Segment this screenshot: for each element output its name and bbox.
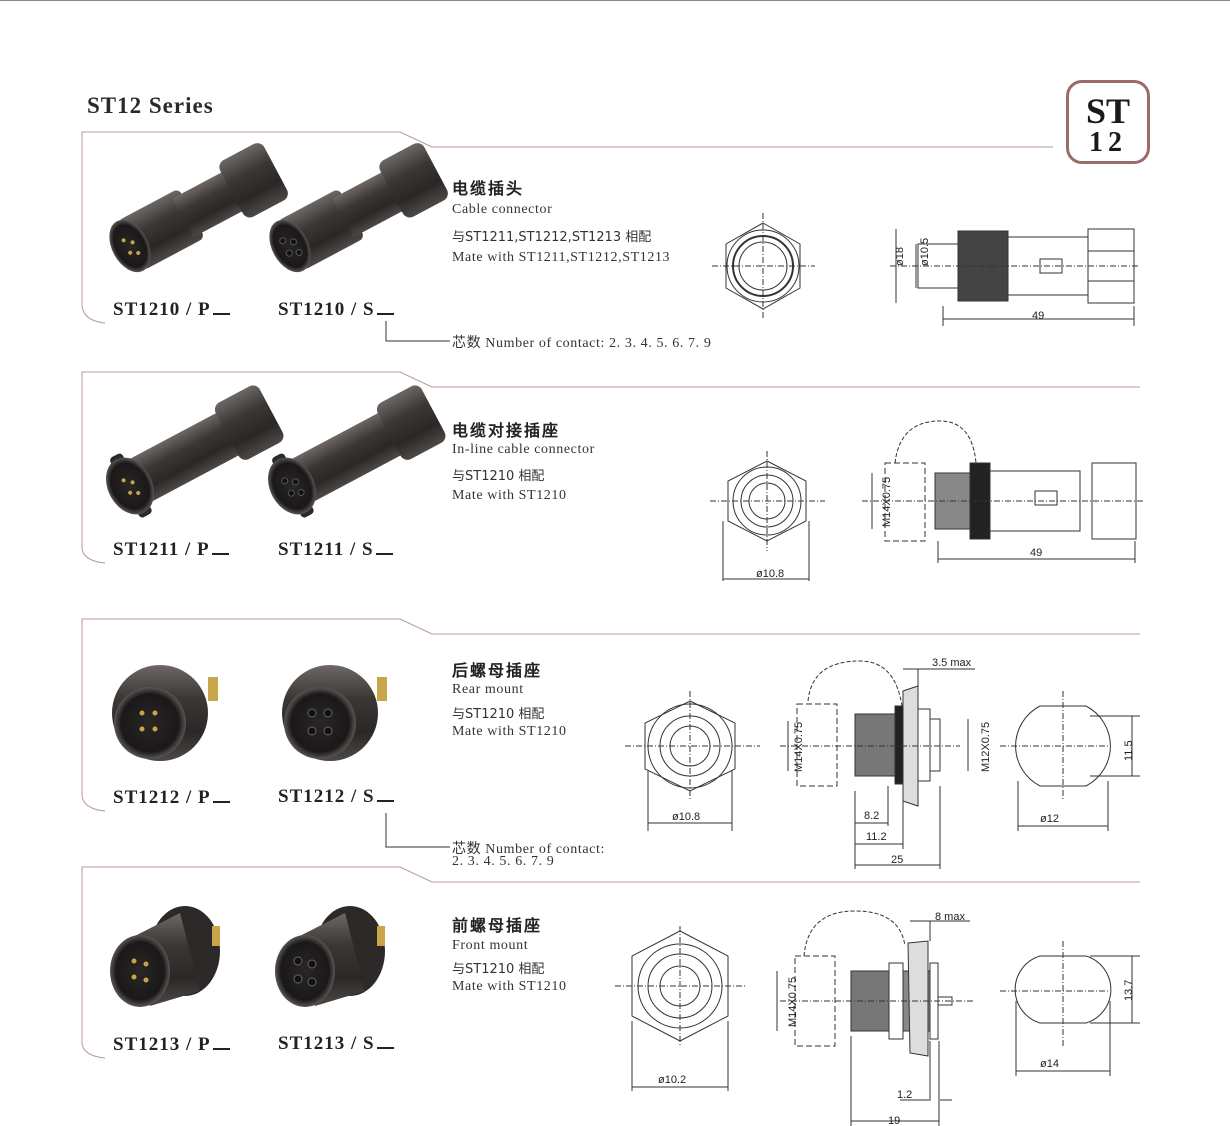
connector-photo-st1212-p: [112, 665, 218, 761]
section-3-title-en: Rear mount: [452, 682, 524, 697]
dim-s3-b: 11.2: [866, 831, 887, 843]
contact-leader-3: [385, 813, 450, 848]
section-1-mate-cn: 与ST1211,ST1212,ST1213 相配: [452, 230, 652, 245]
section-4-title-cn: 前螺母插座: [452, 916, 543, 935]
frame-2: [81, 371, 1140, 549]
section-3-mate-cn: 与ST1210 相配: [452, 707, 545, 722]
badge-line1: ST: [1085, 91, 1131, 131]
dim-s4-front: ø10.2: [658, 1074, 686, 1086]
dim-s3-panel: 3.5 max: [932, 657, 972, 669]
drawing-side-st1211: [862, 420, 1145, 563]
dim-s3-thread: M14X0.75: [793, 722, 805, 772]
section-1-contacts: 芯数 Number of contact: 2. 3. 4. 5. 6. 7. …: [452, 336, 712, 351]
model-st1210-s: ST1210 / S: [278, 299, 394, 321]
dim-s3-c: 25: [891, 854, 903, 866]
section-3-contacts-label: 芯数 Number of contact:: [452, 842, 605, 857]
model-st1210-p: ST1210 / P: [113, 299, 230, 321]
connector-photo-st1213-p: [110, 906, 220, 1007]
connector-photo-st1210-p: [109, 143, 288, 273]
section-4-title-en: Front mount: [452, 938, 529, 953]
drawing-flat-st1212: [1000, 691, 1140, 831]
dim-s1-d2: ø10.5: [919, 238, 931, 266]
model-st1211-s: ST1211 / S: [278, 539, 393, 561]
section-2-title-en: In-line cable connector: [452, 442, 595, 457]
model-st1213-s: ST1213 / S: [278, 1033, 394, 1055]
section-3-title-cn: 后螺母插座: [452, 661, 543, 680]
dim-s3-flat: 11.5: [1123, 740, 1135, 761]
dim-s2-len: 49: [1030, 547, 1042, 559]
dim-s2-thread: M14X0.75: [881, 477, 893, 527]
connector-photo-st1210-s: [269, 143, 448, 273]
connector-photo-st1212-s: [282, 665, 387, 761]
drawing-side-st1210: [890, 228, 1140, 326]
model-st1212-p: ST1212 / P: [113, 787, 230, 809]
dim-s4-panel: 8 max: [935, 911, 965, 923]
dim-s4-a: 1.2: [897, 1089, 912, 1101]
section-1-mate-en: Mate with ST1211,ST1212,ST1213: [452, 250, 671, 265]
drawing-side-st1212: [780, 660, 975, 869]
contact-leader-1: [385, 321, 450, 342]
dim-s4-c: 19: [888, 1115, 900, 1126]
section-4-mate-en: Mate with ST1210: [452, 979, 567, 994]
dim-s4-hole: ø14: [1040, 1058, 1059, 1070]
section-2-mate-cn: 与ST1210 相配: [452, 469, 545, 484]
model-st1213-p: ST1213 / P: [113, 1034, 230, 1056]
connector-photo-st1213-s: [275, 906, 385, 1007]
section-2-mate-en: Mate with ST1210: [452, 488, 567, 503]
drawing-side-st1213: [776, 910, 975, 1126]
drawing-front-st1213: [615, 926, 745, 1091]
dim-s3-thread2: M12X0.75: [980, 722, 992, 772]
section-2-title-cn: 电缆对接插座: [452, 421, 561, 440]
badge-line2: 12: [1089, 127, 1127, 158]
dim-s4-flat: 13.7: [1123, 980, 1135, 1001]
connector-photo-st1211-s: [268, 385, 446, 518]
section-1-title-en: Cable connector: [452, 202, 553, 217]
section-4-mate-cn: 与ST1210 相配: [452, 962, 545, 977]
drawing-front-st1210: [712, 213, 815, 319]
model-st1211-p: ST1211 / P: [113, 539, 229, 561]
series-badge: ST 12: [1066, 80, 1150, 164]
connector-photo-st1211-p: [106, 385, 284, 518]
section-3-contacts-values: 2. 3. 4. 5. 6. 7. 9: [452, 854, 555, 869]
dim-s2-front: ø10.8: [756, 568, 784, 580]
section-3-mate-en: Mate with ST1210: [452, 724, 567, 739]
series-title: ST12 Series: [87, 93, 214, 118]
dim-s1-d1: ø18: [894, 247, 906, 266]
dim-s1-len: 49: [1032, 310, 1044, 322]
dim-s3-hole: ø12: [1040, 813, 1059, 825]
dim-s4-thread: M14X0.75: [787, 977, 799, 1027]
model-st1212-s: ST1212 / S: [278, 786, 394, 808]
frame-3: [81, 618, 1140, 796]
dim-s3-a: 8.2: [864, 810, 879, 822]
frame-1: [81, 131, 1053, 306]
drawing-flat-st1213: [1000, 941, 1140, 1076]
frame-4: [81, 866, 1140, 1044]
section-1-title-cn: 电缆插头: [452, 179, 525, 198]
drawing-front-st1211: [710, 451, 825, 581]
drawing-front-st1212: [625, 691, 760, 831]
dim-s3-front: ø10.8: [672, 811, 700, 823]
